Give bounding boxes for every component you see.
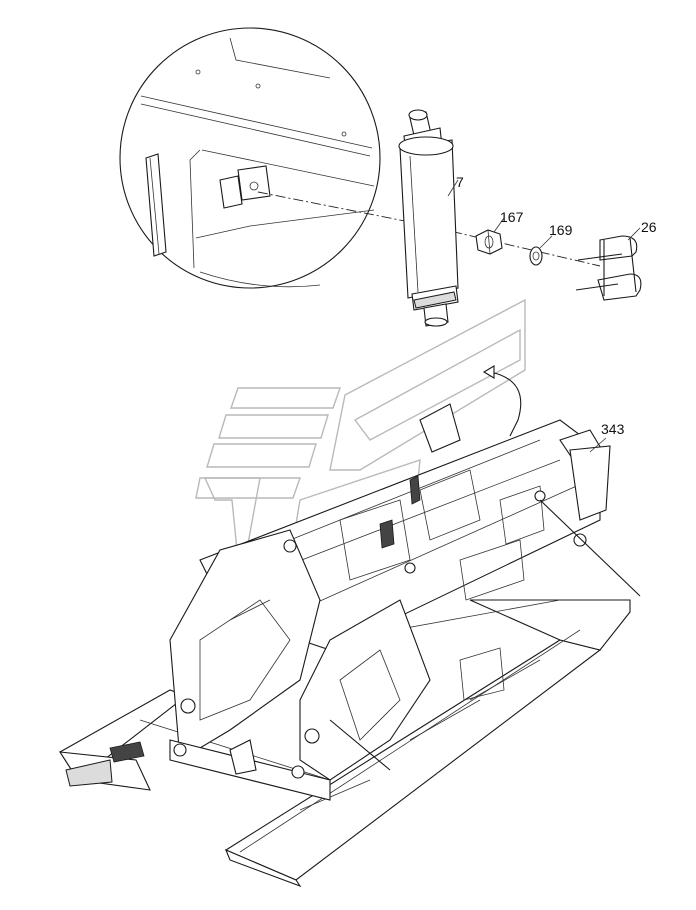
callout-26: 26 xyxy=(641,219,657,235)
arrow-head xyxy=(482,365,495,379)
leader-343 xyxy=(589,437,607,453)
callout-169: 169 xyxy=(549,222,573,238)
detail-circle xyxy=(119,27,381,289)
frame-assembly-part-343 xyxy=(58,403,641,888)
leader-7 xyxy=(447,179,459,197)
leader-169 xyxy=(539,235,553,249)
nut-part-167 xyxy=(475,229,503,255)
detail-view xyxy=(119,27,381,289)
callout-167: 167 xyxy=(500,209,524,225)
hose-line xyxy=(489,371,522,437)
callout-7: 7 xyxy=(456,174,464,190)
cylinder-part-7 xyxy=(398,109,459,327)
leader-167 xyxy=(493,217,505,233)
leader-26 xyxy=(627,227,641,241)
washer-part-169 xyxy=(529,246,543,266)
callout-343: 343 xyxy=(601,421,625,437)
u-bolt-part-26 xyxy=(575,235,642,301)
